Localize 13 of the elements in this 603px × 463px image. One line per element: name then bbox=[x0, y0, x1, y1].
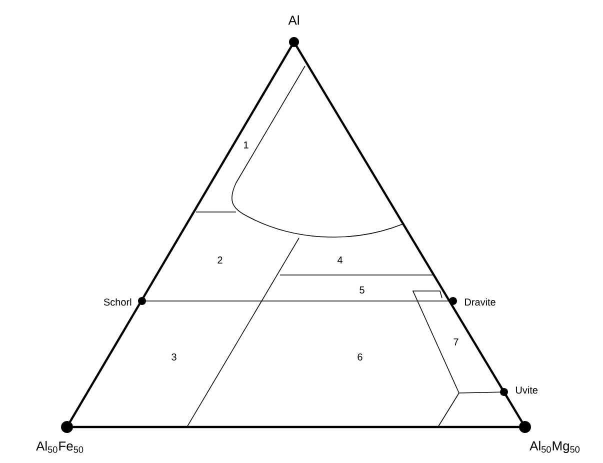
field-number: 5 bbox=[360, 286, 364, 294]
field-number: 7 bbox=[454, 338, 458, 346]
end-member-label: Uvite bbox=[516, 386, 538, 394]
vertex-label: Al$_{50}$Mg$_{50}$ bbox=[530, 440, 580, 454]
field-number: 2 bbox=[218, 256, 222, 264]
field-number: 3 bbox=[172, 353, 176, 361]
vertex-label: Al$_{50}$Fe$_{50}$ bbox=[36, 441, 84, 453]
field-number: 6 bbox=[358, 353, 362, 361]
field-number: 1 bbox=[244, 142, 248, 148]
end-member-label: Schorl bbox=[104, 298, 132, 306]
end-member-label: Dravite bbox=[465, 298, 496, 306]
vertex-label: Al bbox=[288, 15, 299, 25]
field-number: 4 bbox=[337, 256, 342, 264]
